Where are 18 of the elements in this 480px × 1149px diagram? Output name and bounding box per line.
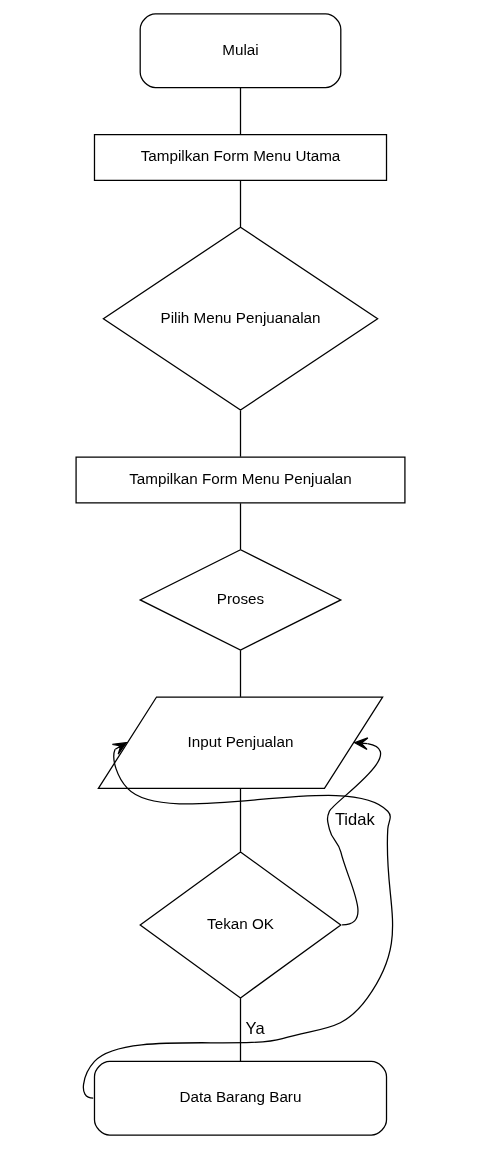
node-diamond: Pilih Menu Penjuanalan	[101, 226, 379, 411]
node-box: Tampilkan Form Menu Penjualan	[74, 456, 406, 504]
connector	[239, 997, 241, 1062]
edge-label: Ya	[245, 1018, 265, 1037]
node-box: Mulai	[139, 13, 341, 89]
connector	[239, 179, 241, 228]
connector	[239, 87, 241, 136]
edge-label: Tidak	[334, 809, 375, 828]
connector	[239, 502, 241, 550]
node-diamond: Proses	[138, 549, 342, 651]
arrow	[326, 737, 381, 926]
connector	[239, 649, 241, 698]
connector	[239, 788, 241, 853]
connector	[239, 409, 241, 458]
arrow	[82, 742, 393, 1099]
node-box: Tampilkan Form Menu Utama	[93, 133, 387, 181]
node-diamond: Tekan OK	[138, 851, 342, 999]
node-box: Data Barang Baru	[93, 1060, 387, 1136]
